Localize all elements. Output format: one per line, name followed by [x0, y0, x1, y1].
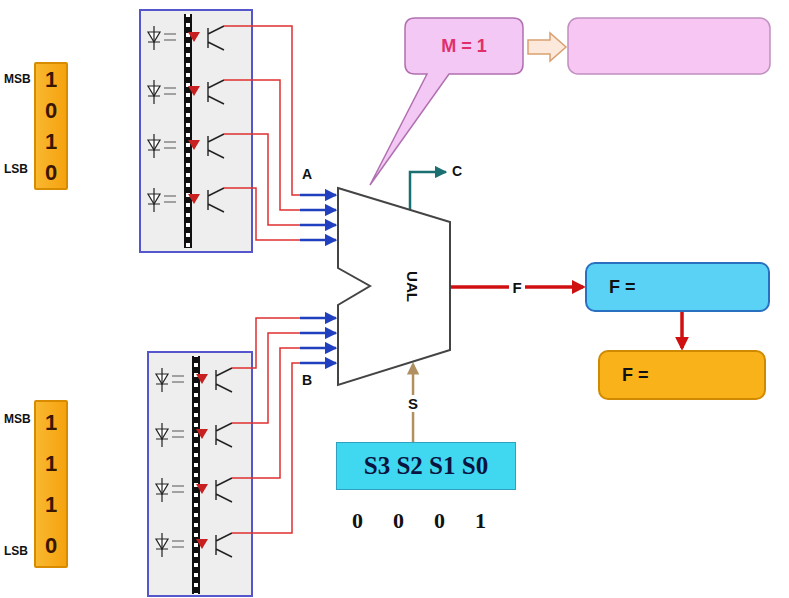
bit-value: 1: [45, 412, 57, 434]
signal-name: C: [452, 163, 462, 179]
bit-order-label: LSB: [4, 544, 28, 558]
led-row: [148, 80, 224, 104]
bit-order-label: MSB: [4, 412, 31, 426]
input-arrows: [300, 195, 336, 363]
opto-strip: [192, 356, 200, 594]
bit-value: 0: [45, 535, 57, 557]
input-arrow: [300, 224, 336, 227]
signal-name: B: [302, 372, 312, 388]
input-arrow: [300, 347, 336, 350]
result-box: F =: [598, 350, 766, 400]
led-row: [148, 188, 224, 212]
bit-value: 0: [45, 162, 57, 184]
select-bit: 0: [393, 508, 404, 534]
bit-order-label: LSB: [4, 162, 28, 176]
connector-arrow: [680, 312, 684, 348]
mode-bubble: M = 1: [405, 18, 523, 74]
input-arrow: [300, 362, 336, 365]
operand-a-register: 1 0 1 0: [34, 62, 68, 190]
input-arrow: [300, 194, 336, 197]
box-text: F =: [622, 365, 649, 386]
box-text: M = 1: [441, 36, 487, 57]
mode-result-box: [568, 18, 770, 74]
select-box: S3 S2 S1 S0: [336, 442, 516, 490]
input-wire: [232, 363, 300, 533]
led-row: [156, 478, 232, 502]
led-row: [148, 134, 224, 158]
led-row: [156, 368, 232, 392]
alu-outline: [338, 188, 450, 385]
input-wire: [232, 348, 300, 478]
bit-value: 1: [45, 494, 57, 516]
led-row: [156, 423, 232, 447]
input-wire: [224, 80, 300, 210]
result-box: F =: [585, 262, 770, 312]
select-bit: 0: [434, 508, 445, 534]
bit-value: 0: [45, 100, 57, 122]
input-wire: [224, 134, 300, 225]
signal-name: A: [302, 166, 312, 182]
select-bit: 1: [475, 508, 486, 534]
input-wire: [224, 26, 300, 195]
input-arrow: [300, 209, 336, 212]
select-bit: 0: [352, 508, 363, 534]
mode-arrow: [528, 33, 566, 61]
input-arrow: [300, 317, 336, 320]
opto-strip: [184, 14, 192, 248]
carry-arrow: [410, 172, 446, 211]
led-row: [148, 26, 224, 50]
led-panel: [148, 352, 252, 596]
operand-b-register: 1 1 1 0: [34, 400, 68, 568]
input-wire: [232, 333, 300, 423]
bit-value: 1: [45, 131, 57, 153]
input-wire: [224, 188, 300, 240]
input-arrow: [300, 332, 336, 335]
alu-shape: UAL: [338, 188, 450, 385]
bit-order-label: MSB: [4, 72, 31, 86]
bit-value: 1: [45, 69, 57, 91]
signal-name: F: [509, 279, 524, 296]
box-text: F =: [609, 277, 636, 298]
led-panel: [140, 10, 252, 252]
input-wire: [232, 318, 300, 368]
led-row: [156, 533, 232, 557]
bit-value: 1: [45, 453, 57, 475]
signal-name: S: [405, 395, 421, 412]
alu-label: UAL: [403, 271, 420, 302]
box-text: S3 S2 S1 S0: [364, 452, 488, 480]
led-transistor-rows: [148, 14, 300, 594]
input-arrow: [300, 239, 336, 242]
